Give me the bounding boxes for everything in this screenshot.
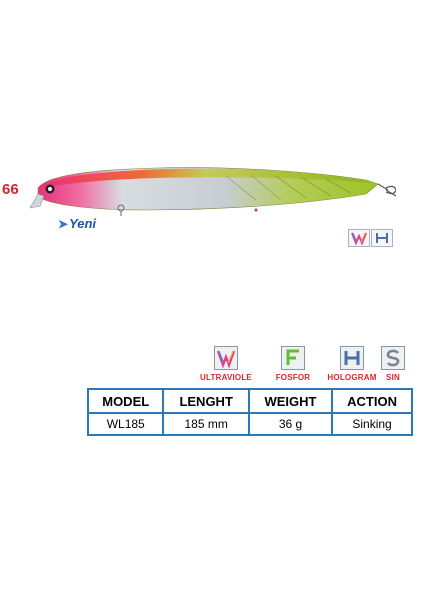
spec-header-action: ACTION: [331, 388, 413, 414]
spec-header-length: LENGHT: [162, 388, 250, 414]
sinking-icon: [381, 346, 405, 370]
feature-fosfor: FOSFOR: [266, 346, 320, 382]
spec-weight-value: 36 g: [247, 412, 334, 436]
flame-icon: ➤: [58, 217, 69, 231]
spec-header-model: MODEL: [86, 388, 165, 414]
spec-action-value: Sinking: [331, 412, 413, 436]
spec-length-value: 185 mm: [162, 412, 250, 436]
table-row: WL185 185 mm 36 g Sinking: [86, 412, 413, 436]
spec-header-row: MODEL LENGHT WEIGHT ACTION: [86, 388, 413, 414]
feature-hologram: HOLOGRAM: [325, 346, 379, 382]
fosfor-icon: [281, 346, 305, 370]
hologram-icon: [340, 346, 364, 370]
spec-model-value: WL185: [86, 412, 165, 436]
feature-label: FOSFOR: [275, 373, 311, 382]
ultraviole-icon: [214, 346, 238, 370]
feature-label: HOLOGRAM: [327, 373, 377, 382]
feature-label: SIN: [386, 373, 400, 382]
ultraviole-icon: [348, 229, 370, 247]
brand-logo: ➤Yeni: [58, 216, 96, 231]
brand-label: Yeni: [69, 216, 97, 231]
spec-table: MODEL LENGHT WEIGHT ACTION WL185 185 mm …: [86, 388, 413, 436]
feature-ultraviole: ULTRAVIOLE: [199, 346, 253, 382]
spec-header-weight: WEIGHT: [247, 388, 334, 414]
fishing-lure-image: [29, 167, 396, 216]
feature-label: ULTRAVIOLE: [200, 373, 252, 382]
product-code: 66: [2, 181, 19, 198]
hologram-icon: [371, 229, 393, 247]
feature-sinking: SIN: [375, 346, 411, 382]
